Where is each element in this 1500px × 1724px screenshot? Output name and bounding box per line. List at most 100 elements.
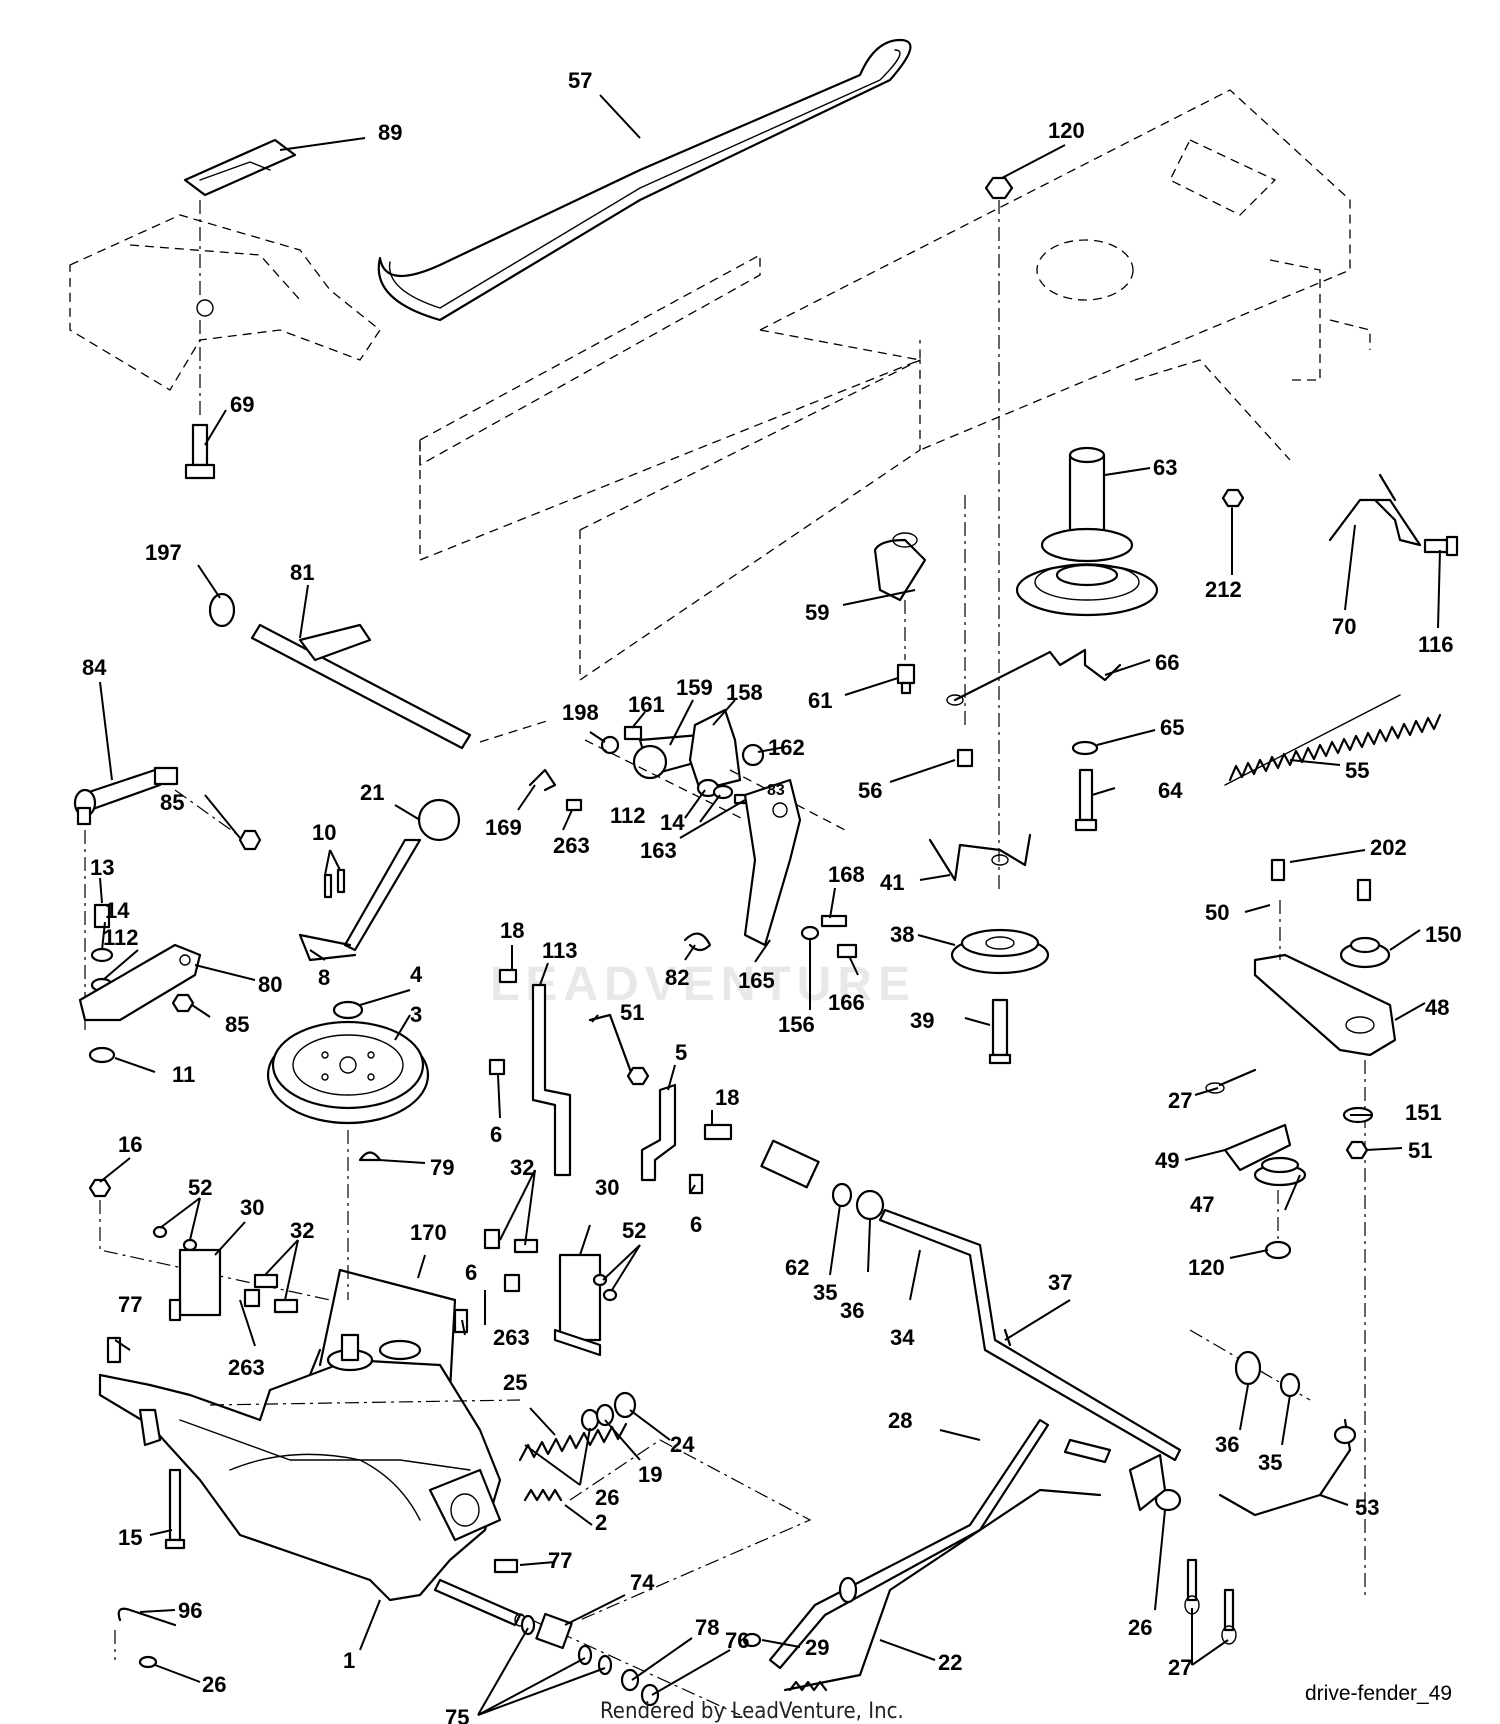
callout-13: 13 (90, 855, 114, 880)
callout-24: 24 (670, 1432, 695, 1457)
callout-80: 80 (258, 972, 282, 997)
callout-26c: 26 (202, 1672, 226, 1697)
callout-39: 39 (910, 1008, 934, 1033)
callout-212: 212 (1205, 577, 1242, 602)
callout-10: 10 (312, 820, 336, 845)
callout-62: 62 (785, 1255, 809, 1280)
callout-198: 198 (562, 700, 599, 725)
footer-credit: Rendered by LeadVenture, Inc. (600, 1699, 904, 1724)
callout-162: 162 (768, 735, 805, 760)
callout-69: 69 (230, 392, 254, 417)
shaft-34 (760, 1139, 1182, 1462)
bracket-113-assembly (488, 968, 733, 1195)
callout-6a: 6 (490, 1122, 502, 1147)
callout-37: 37 (1048, 1270, 1072, 1295)
rod-66 (946, 648, 1122, 706)
callout-18a: 18 (500, 918, 524, 943)
cap-29 (742, 1632, 762, 1648)
pins-10 (323, 868, 346, 899)
callout-14a: 14 (660, 810, 685, 835)
callout-53: 53 (1355, 1495, 1379, 1520)
callout-36a: 36 (840, 1298, 864, 1323)
bolt-64 (1071, 740, 1099, 832)
callout-156: 156 (778, 1012, 815, 1037)
callout-116: 116 (1418, 632, 1454, 657)
callout-18b: 18 (715, 1085, 739, 1110)
nut-120-top (984, 176, 1014, 890)
callout-166: 166 (828, 990, 865, 1015)
transaxle-1 (98, 1333, 526, 1627)
callout-85a: 85 (160, 790, 184, 815)
callout-35a: 35 (813, 1280, 837, 1305)
callout-263b: 263 (228, 1355, 265, 1380)
bracket-83 (683, 778, 858, 959)
callout-52b: 52 (622, 1218, 646, 1243)
nut-85-a (238, 829, 262, 851)
callout-77a: 77 (118, 1292, 142, 1317)
callout-26b: 26 (1128, 1615, 1152, 1640)
callout-38: 38 (890, 922, 914, 947)
callout-158: 158 (726, 680, 763, 705)
callout-1: 1 (343, 1648, 355, 1673)
shaft-81 (208, 592, 551, 750)
callout-51a: 51 (620, 1000, 644, 1025)
shift-plate (183, 138, 297, 300)
spacer-74-stack (509, 1609, 741, 1716)
callout-112a: 112 (610, 803, 646, 828)
callout-8: 8 (318, 965, 330, 990)
callout-77b: 77 (548, 1548, 572, 1573)
callout-79: 79 (430, 1155, 454, 1180)
figure-id: drive-fender_49 (1305, 1682, 1452, 1705)
callout-161: 161 (628, 692, 665, 717)
callout-81: 81 (290, 560, 314, 585)
bolt-56 (956, 495, 974, 768)
callout-34: 34 (890, 1325, 915, 1350)
callout-29: 29 (805, 1635, 829, 1660)
callout-78: 78 (695, 1615, 719, 1640)
callout-6b: 6 (690, 1212, 702, 1237)
lever-84 (73, 766, 246, 1030)
callout-32b: 32 (290, 1218, 314, 1243)
frame-outline (419, 89, 1371, 681)
callout-263c: 263 (493, 1325, 530, 1350)
callout-19: 19 (638, 1462, 662, 1487)
callout-165: 165 (738, 968, 775, 993)
callout-263a: 263 (553, 833, 590, 858)
watermark-text: LEADVENTURE (490, 958, 916, 1011)
callout-15: 15 (118, 1525, 142, 1550)
callout-30a: 30 (240, 1195, 264, 1220)
hairpin-96 (114, 1607, 177, 1669)
callout-leaders (99, 94, 1441, 1716)
callout-25: 25 (503, 1370, 527, 1395)
callout-63: 63 (1153, 455, 1177, 480)
bolt-69 (184, 320, 216, 480)
callout-96: 96 (178, 1598, 202, 1623)
shaft-28 (768, 1418, 1112, 1670)
callout-14b: 14 (105, 898, 130, 923)
callout-159: 159 (676, 675, 713, 700)
callout-26a: 26 (595, 1485, 619, 1510)
key-79 (358, 1151, 382, 1162)
shift-lever (298, 798, 461, 962)
callout-66: 66 (1155, 650, 1179, 675)
drive-belt (377, 38, 912, 322)
drive-pulley-3 (266, 1000, 430, 1300)
callout-16: 16 (118, 1132, 142, 1157)
callout-197: 197 (145, 540, 182, 565)
callout-35b: 35 (1258, 1450, 1282, 1475)
callout-47: 47 (1190, 1192, 1214, 1217)
wire-41 (928, 833, 1032, 882)
washer-26-right (1128, 1453, 1237, 1645)
spindle-pulley (1015, 446, 1159, 617)
callout-27b: 27 (1168, 1655, 1192, 1680)
callout-4: 4 (410, 962, 423, 987)
idler-pulley-38 (950, 928, 1050, 1065)
callout-48: 48 (1425, 995, 1449, 1020)
bracket-80-assembly (78, 903, 202, 1064)
callout-120: 120 (1048, 118, 1085, 143)
callout-64: 64 (1158, 778, 1183, 803)
key-77-a (106, 1336, 122, 1364)
callout-21: 21 (360, 780, 384, 805)
callout-65: 65 (1160, 715, 1184, 740)
callout-56: 56 (858, 778, 882, 803)
